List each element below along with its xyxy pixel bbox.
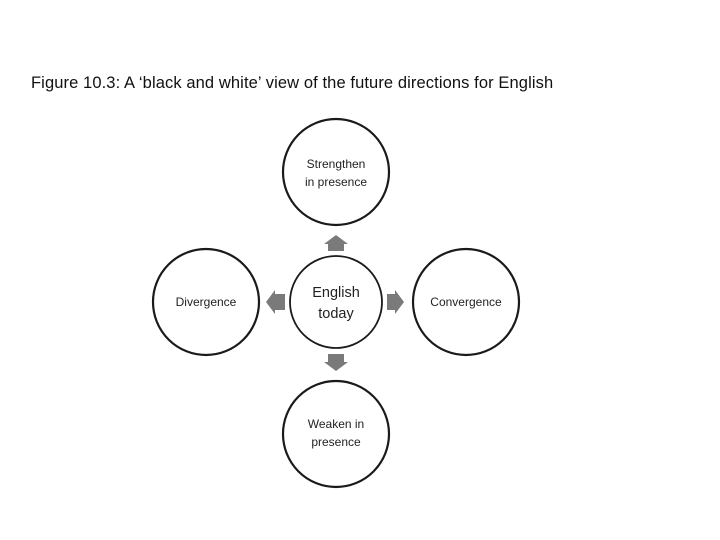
node-convergence: Convergence	[411, 247, 521, 357]
node-strengthen-label-line1: Strengthen	[307, 157, 366, 171]
node-weaken-label-line1: Weaken in	[308, 417, 364, 431]
node-english-today-label-line2: today	[318, 306, 354, 322]
node-weaken-label-line2: presence	[311, 435, 361, 449]
arrow-down-icon	[324, 354, 348, 371]
arrow-left-icon	[266, 290, 285, 314]
node-strengthen: Strengthen in presence	[281, 117, 391, 227]
arrow-right-icon	[387, 290, 404, 314]
node-weaken-circle	[281, 379, 391, 489]
node-strengthen-label-line2: in presence	[305, 175, 367, 189]
node-divergence-label: Divergence	[176, 295, 237, 309]
node-convergence-label: Convergence	[430, 295, 502, 309]
node-english-today-label-line1: English	[312, 285, 360, 301]
node-divergence-circle	[151, 247, 261, 357]
node-english-today: English today	[289, 255, 383, 349]
node-english-today-circle	[289, 255, 383, 349]
node-convergence-circle	[411, 247, 521, 357]
node-weaken: Weaken in presence	[281, 379, 391, 489]
node-divergence: Divergence	[151, 247, 261, 357]
node-strengthen-circle	[281, 117, 391, 227]
arrow-up-icon	[324, 235, 348, 251]
figure-caption: Figure 10.3: A ‘black and white’ view of…	[31, 74, 554, 92]
